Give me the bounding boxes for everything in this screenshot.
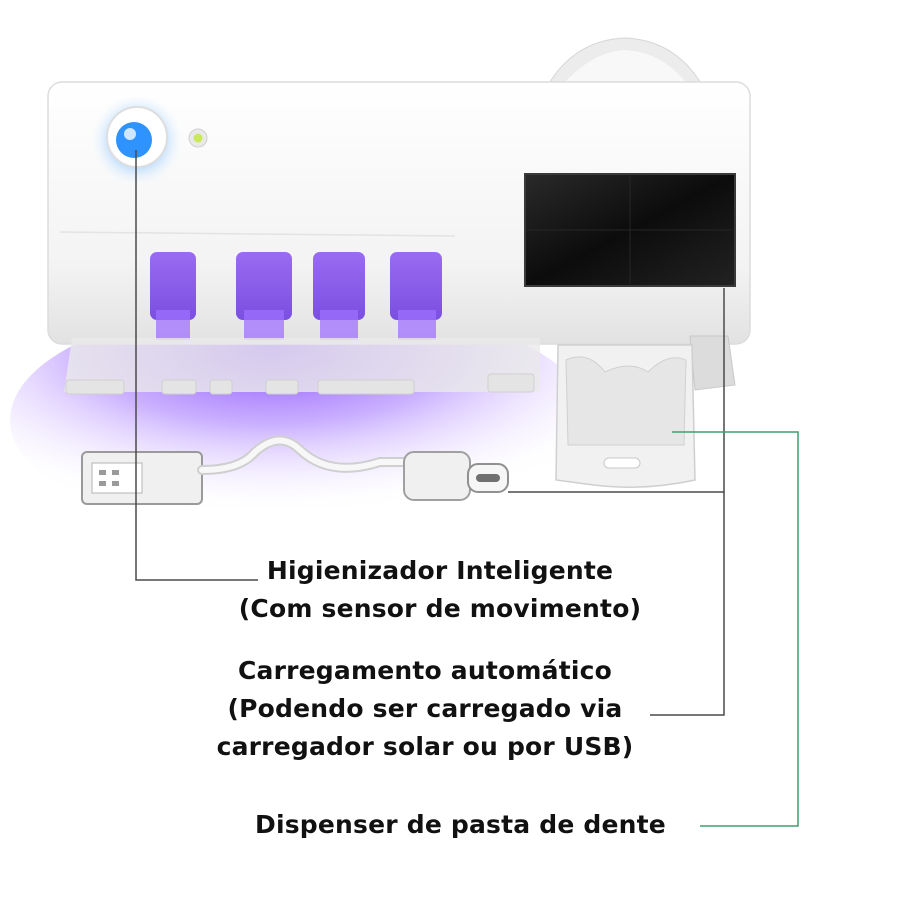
indicator-led	[188, 128, 208, 148]
leader-lines	[135, 150, 799, 827]
sanitizer-caption-line2: (Com sensor de movimento)	[238, 594, 642, 623]
usb-cable	[81, 435, 509, 505]
sanitizer-leader-line	[135, 150, 258, 581]
charging-caption-line3: carregador solar ou por USB)	[216, 732, 634, 761]
charging-leader-line	[508, 491, 725, 716]
sanitizer-caption: Higienizador Inteligente (Com sensor de …	[200, 552, 680, 628]
bottom-tray	[64, 335, 736, 395]
dispenser-caption-text: Dispenser de pasta de dente	[255, 810, 666, 839]
solar-panel	[524, 173, 736, 287]
motion-sensor-button	[89, 92, 185, 188]
dispenser-caption: Dispenser de pasta de dente	[255, 806, 715, 844]
charging-caption: Carregamento automático (Podendo ser car…	[190, 652, 660, 766]
toothbrush-slots	[150, 252, 442, 340]
dispenser-leader-line	[672, 431, 799, 827]
toothpaste-dispenser	[555, 344, 696, 488]
charging-caption-line2: (Podendo ser carregado via	[227, 694, 623, 723]
charging-caption-line1: Carregamento automático	[237, 656, 613, 685]
sanitizer-caption-line1: Higienizador Inteligente	[266, 556, 614, 585]
